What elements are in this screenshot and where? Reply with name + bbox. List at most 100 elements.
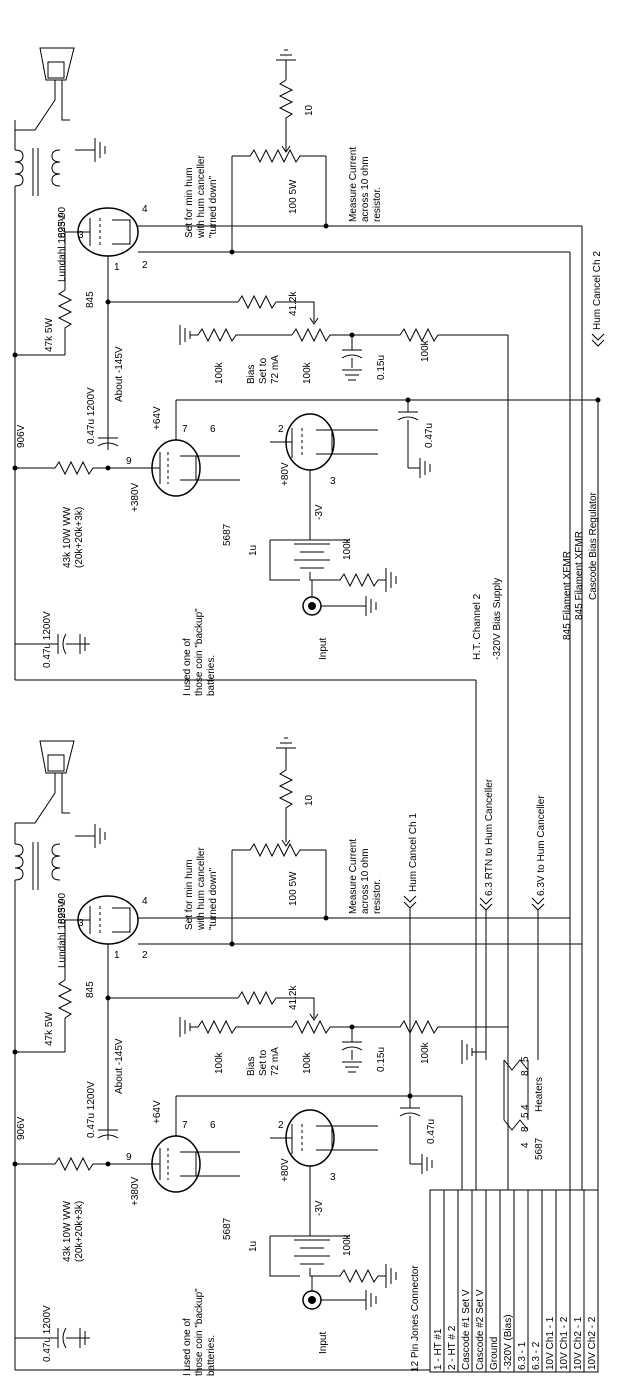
heater-pin-1: 4 — [520, 1104, 531, 1110]
r43k-label-2: (20k+20k+3k) — [74, 507, 85, 568]
input-jack-icon — [302, 580, 377, 616]
ground-icon-ch1 — [75, 824, 106, 848]
ground-icon-100k — [385, 568, 397, 592]
r100k-d-label: 100k — [342, 537, 353, 560]
c1u-label: 1u — [248, 545, 259, 556]
ground-icon-top-ch1 — [276, 737, 296, 770]
set-hum-note-3: "turned down" — [208, 175, 219, 238]
tube-845-label: 845 — [85, 291, 96, 308]
vneg3-label-ch1: -3V — [314, 1200, 325, 1216]
v380-label: +380V — [130, 482, 141, 512]
measure-note-ch1-2: across 10 ohm — [360, 848, 371, 914]
v64-label: +64V — [152, 406, 163, 430]
jones-connector: 12 Pin Jones Connector 1 - HT #1 2 - HT … — [410, 1189, 599, 1373]
r100k-d-label-ch1: 100k — [342, 1233, 353, 1256]
pin4-label: 4 — [142, 204, 148, 215]
pin1-label-ch1: 1 — [114, 950, 120, 961]
input-jack-ch1-icon — [302, 1276, 377, 1310]
output-transformer-icon — [14, 120, 61, 680]
ground-icon-cap — [342, 369, 362, 381]
channel-2-circuit: Lundahl 1623-90 895V 845 3 4 1 2 10 100 … — [12, 47, 605, 1190]
bias-label-ch1-1: Bias — [246, 1057, 257, 1076]
pin6-label: 6 — [210, 424, 216, 435]
pin3-label-ch1: 3 — [78, 918, 84, 929]
c047-1200-label-ch1: 0.47u 1200V — [86, 1081, 97, 1138]
ht-channel-2: H.T. Channel 2 — [472, 593, 483, 660]
pot-100-5w — [232, 148, 326, 164]
r100k-c-label: 100k — [420, 339, 431, 362]
about-145-label: About -145V — [114, 346, 125, 402]
tube-5687-label-ch1: 5687 — [222, 1217, 233, 1240]
connector-pin-7: 6.3 - 1 — [517, 1341, 528, 1370]
connector-pin-9: 10V Ch1 - 1 — [545, 1316, 556, 1370]
battery-note-2: those coin "backup" — [194, 608, 205, 696]
ground-icon — [75, 138, 106, 162]
ground-icon-bias — [179, 325, 191, 345]
tube-5687-b-ch1-icon — [270, 1109, 378, 1236]
pin2b-label-ch1: 2 — [278, 1120, 284, 1131]
connector-pin-8: 6.3 - 2 — [531, 1341, 542, 1370]
r100k-c-label-ch1: 100k — [420, 1041, 431, 1064]
set-hum-note-ch1-2: with hum canceller — [196, 847, 207, 931]
ground-icon-5687 — [408, 458, 431, 478]
tube-5687-a-ch1-icon — [108, 1096, 240, 1193]
output-transformer-ch1-icon — [14, 823, 61, 1370]
heater-pin-3: 5 — [520, 1056, 531, 1062]
v906-label-ch1: 906V — [16, 1116, 27, 1140]
pin9-label-ch1: 9 — [126, 1152, 132, 1163]
pin4-label-ch1: 4 — [142, 896, 148, 907]
connector-pin-5: Ground — [489, 1337, 500, 1370]
pin2b-label: 2 — [278, 424, 284, 435]
pin2-label-ch1: 2 — [142, 950, 148, 961]
pin3-label: 3 — [78, 230, 84, 241]
pin3b-label: 3 — [330, 476, 336, 487]
connector-pin-11: 10V Ch2 - 1 — [573, 1316, 584, 1370]
hum-cancel-ch1: Hum Cancel Ch 1 — [408, 813, 419, 892]
tube-845-label-ch1: 845 — [85, 981, 96, 998]
r10-label: 10 — [304, 104, 315, 116]
hum-cancel-ch2: Hum Cancel Ch 2 — [592, 251, 603, 330]
measure-note-1: Measure Current — [348, 147, 359, 222]
c015-label-ch1: 0.15u — [376, 1047, 387, 1072]
r41k-label: 41.2k — [288, 291, 299, 316]
tube-845-ch1-icon — [65, 895, 139, 945]
heater-pin-5: 8 — [520, 1126, 531, 1132]
measure-note-2: across 10 ohm — [360, 156, 371, 222]
r100k-a-label-ch1: 100k — [214, 1051, 225, 1074]
tube-5687-label: 5687 — [222, 523, 233, 546]
connector-pin-4: Cascode #2 Set V — [475, 1289, 486, 1370]
bias-supply: -320V Bias Supply — [492, 578, 503, 660]
ground-icon-cap-ch1 — [342, 1061, 362, 1073]
connector-pin-10: 10V Ch1 - 2 — [559, 1316, 570, 1370]
connector-pin-3: Cascode #1 Set V — [461, 1289, 472, 1370]
speaker-icon-ch1 — [15, 740, 75, 824]
tube-5687-b-icon — [270, 413, 378, 540]
pot-100-5w-ch1 — [232, 842, 326, 858]
connector-pin-1: 1 - HT #1 — [433, 1328, 444, 1370]
pin7-label-ch1: 7 — [182, 1120, 188, 1131]
bias-label-ch1-2: Set to — [258, 1049, 269, 1076]
connector-pin-6: -320V (Bias) — [503, 1314, 514, 1370]
c047-1200b-label-ch1: 0.47u 1200V — [42, 1305, 53, 1362]
v80-label-ch1: +80V — [280, 1158, 291, 1182]
measure-note-3: resistor. — [372, 187, 383, 222]
r43k-label-1: 43k 10W WW — [62, 506, 73, 568]
heaters-label: Heaters — [534, 1077, 545, 1112]
ground-icon-ht-ch1 — [461, 1040, 486, 1064]
pin9-label: 9 — [126, 456, 132, 467]
input-label: Input — [318, 638, 329, 660]
battery-note-3: batteries. — [206, 655, 217, 696]
r47k-label-ch1: 47k 5W — [44, 1012, 55, 1046]
r43k-label-ch1-2: (20k+20k+3k) — [74, 1201, 85, 1262]
pin2-label: 2 — [142, 260, 148, 271]
filament-xfmr-1: 845 Filament XFMR — [562, 551, 573, 640]
pin7-label: 7 — [182, 424, 188, 435]
heater-pin-2: 8 — [520, 1070, 531, 1076]
pin6-label-ch1: 6 — [210, 1120, 216, 1131]
v895-label-ch1: 895V — [57, 900, 68, 924]
measure-note-ch1-3: resistor. — [372, 879, 383, 914]
v80-label: +80V — [280, 462, 291, 486]
ground-icon-5687-ch1 — [410, 1154, 433, 1174]
filament-xfmr-2: 845 Filament XFMR — [574, 531, 585, 620]
